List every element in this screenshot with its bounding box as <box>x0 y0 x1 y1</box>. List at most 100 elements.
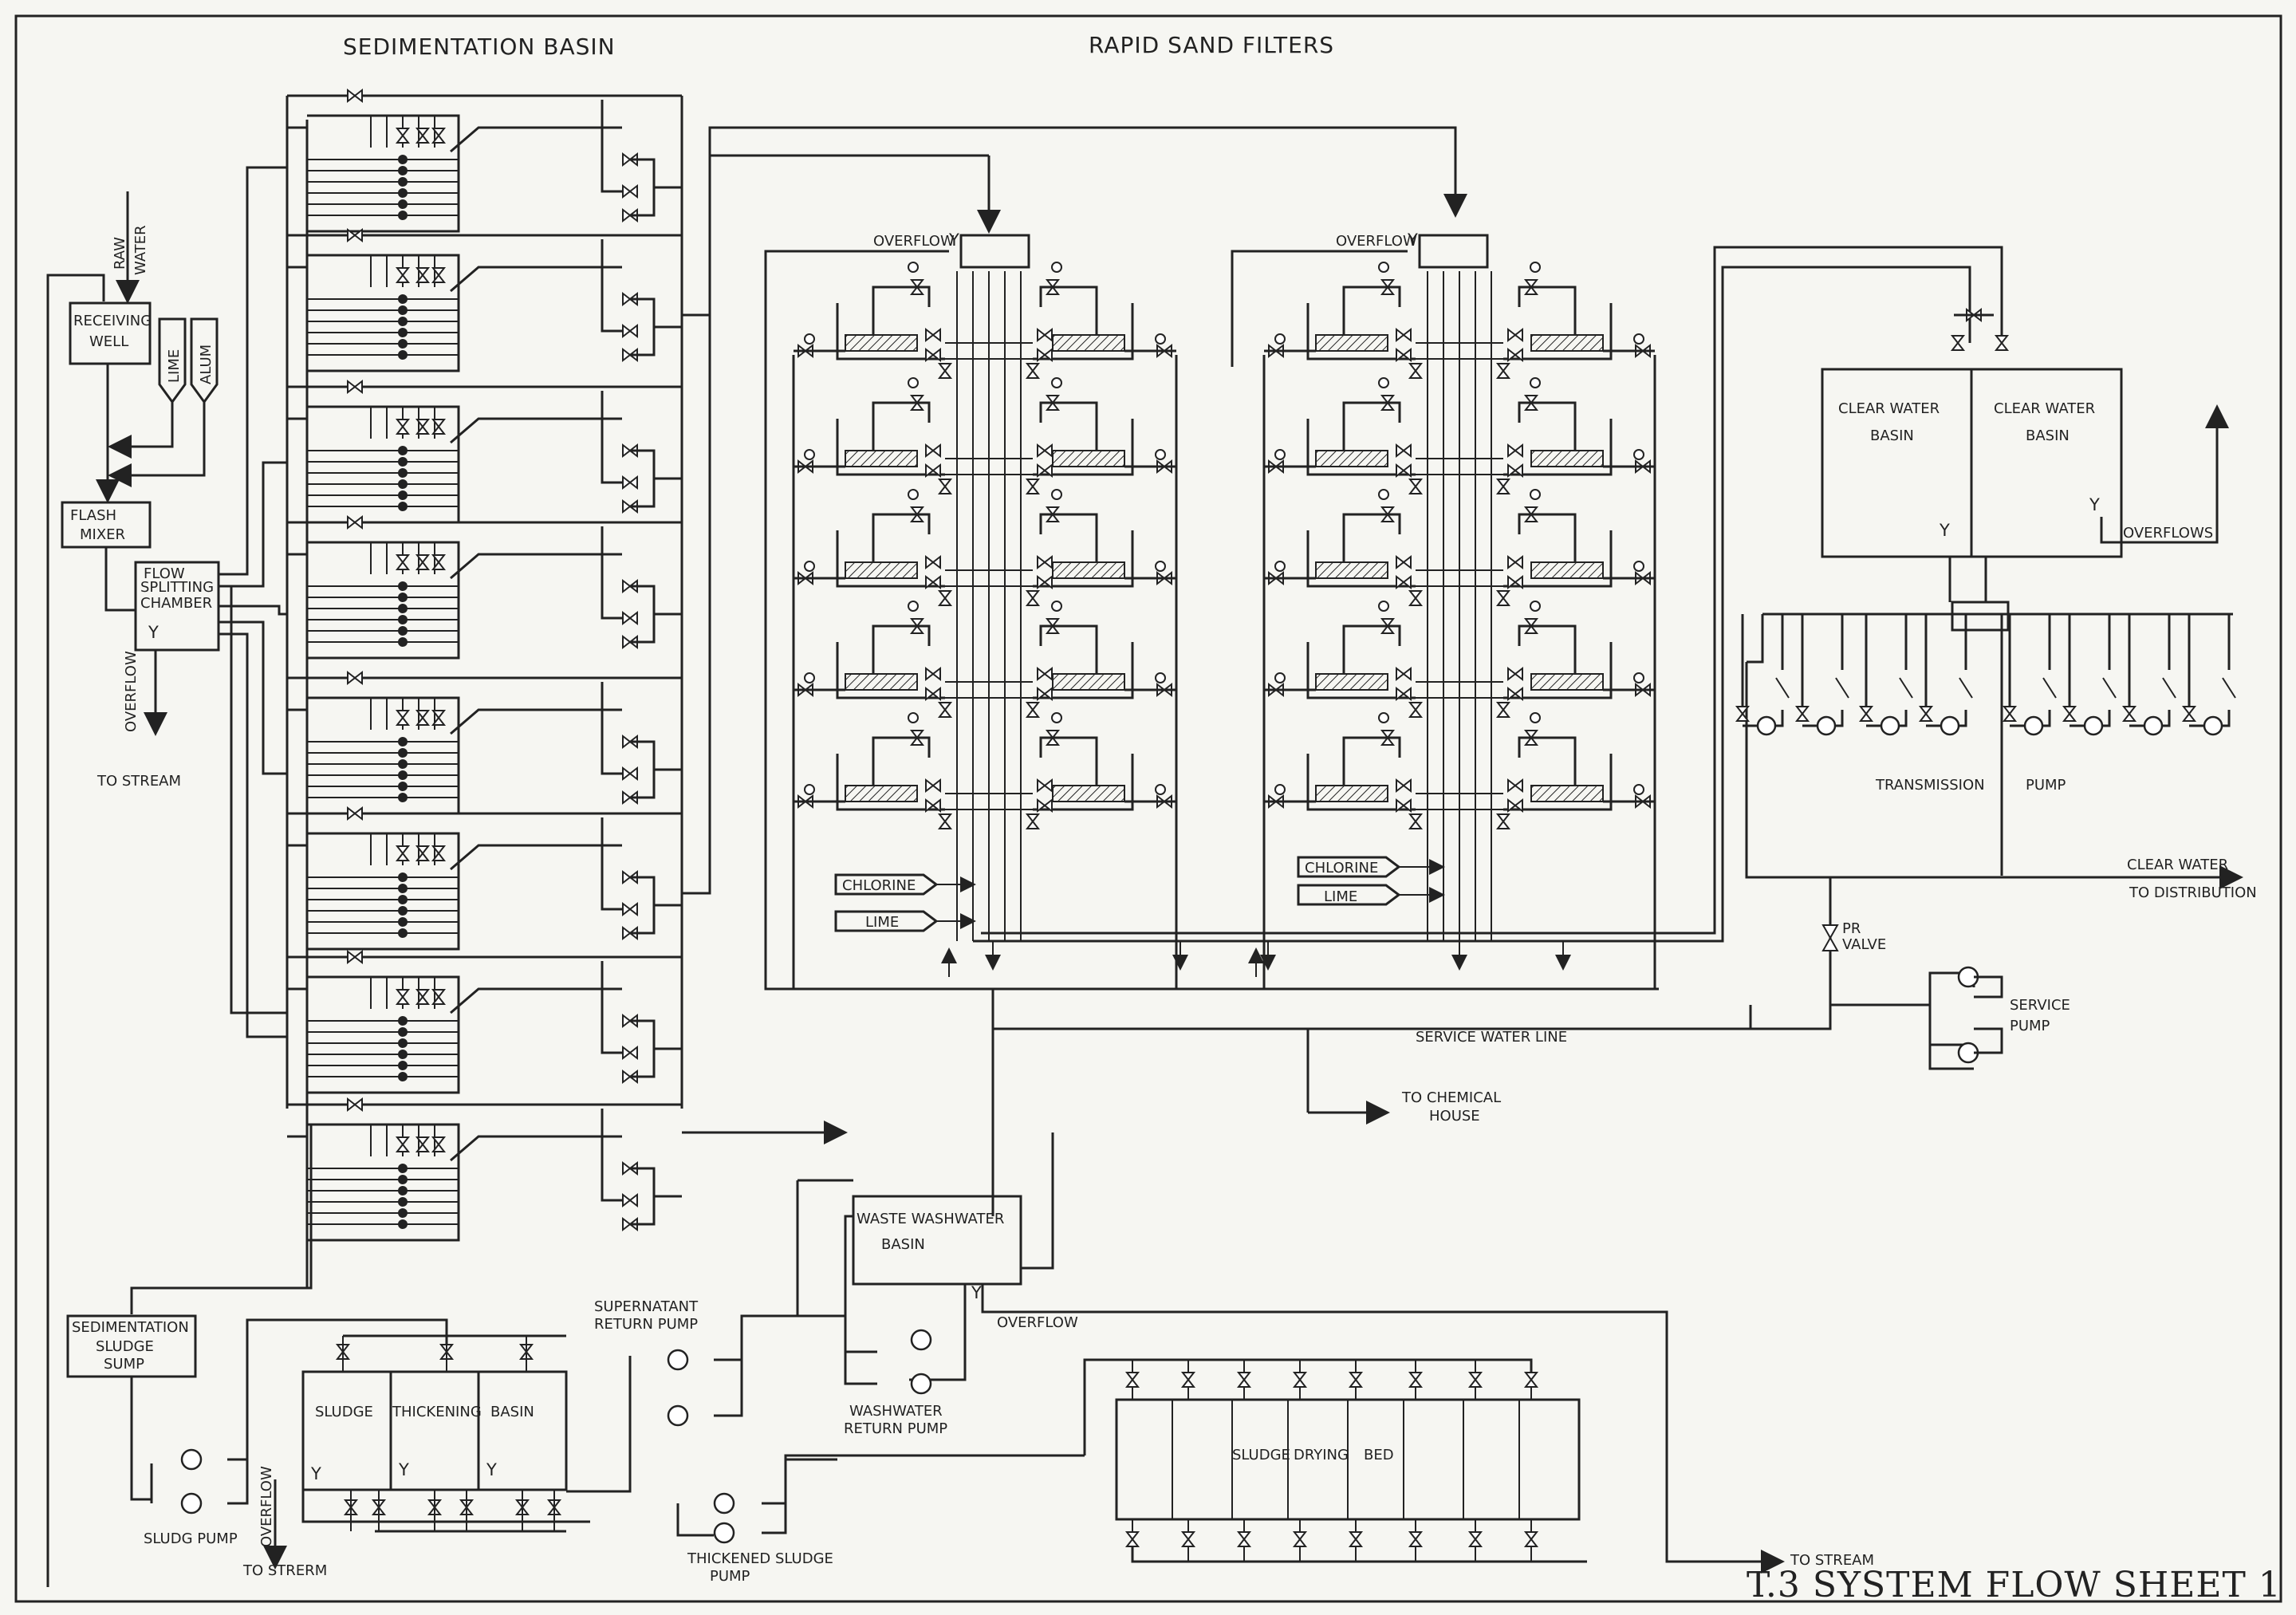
pump-icon <box>1756 715 1777 736</box>
to-stream-label-left: TO STREAM <box>96 773 181 790</box>
sedimentation-unit <box>287 514 682 660</box>
valve-icon <box>1507 666 1523 682</box>
sedimentation-unit <box>287 227 682 372</box>
valve-icon <box>1037 778 1053 794</box>
valve-icon <box>937 813 953 829</box>
valve-icon <box>2181 706 2197 722</box>
valve-icon <box>1396 443 1412 459</box>
valve-icon <box>1037 443 1053 459</box>
filter-cell-pair <box>1264 601 1655 718</box>
valve-icon <box>347 670 363 686</box>
pump-label: PUMP <box>2026 777 2066 794</box>
sedimentation-unit <box>287 806 682 951</box>
sedimentation-basin-bank <box>286 88 682 1288</box>
valve-icon <box>415 128 431 144</box>
gauge-icon <box>1051 262 1062 273</box>
flow-splitting-label-2: SPLITTING <box>140 579 214 596</box>
sludge-collector-icon <box>398 1164 408 1173</box>
filter-media-icon <box>1530 673 1604 691</box>
gauge-icon <box>1051 712 1062 723</box>
gauge-icon <box>1530 377 1541 388</box>
sludge-collector-icon <box>398 895 408 904</box>
valve-icon <box>431 1136 447 1152</box>
valve-icon <box>1523 1372 1539 1388</box>
valve-icon <box>347 88 363 104</box>
valve-icon <box>2002 706 2018 722</box>
gauge-icon <box>1633 561 1644 572</box>
pump-icon <box>1880 715 1900 736</box>
svg-text:SLUDGE: SLUDGE <box>96 1338 154 1355</box>
valve-icon <box>415 989 431 1005</box>
sludge-collector-icon <box>398 502 408 511</box>
valve-icon <box>1037 574 1053 590</box>
overflow-label-f1: OVERFLOW <box>873 233 955 250</box>
svg-text:LIME: LIME <box>865 914 899 931</box>
sludge-collector-icon <box>398 737 408 746</box>
supernatant-return-pump: SUPERNATANT RETURN PUMP <box>566 1298 797 1493</box>
sludge-collector-icon <box>398 593 408 602</box>
valve-icon <box>622 183 638 199</box>
svg-text:BED: BED <box>1364 1447 1394 1463</box>
svg-text:Y: Y <box>148 623 159 642</box>
lime-tank <box>158 317 187 404</box>
gauge-icon <box>804 449 815 460</box>
pump-icon <box>2203 715 2223 736</box>
filter-media-icon <box>845 785 918 802</box>
sludge-collector-icon <box>398 350 408 360</box>
valve-icon <box>1408 590 1424 606</box>
sludge-collector-icon <box>398 468 408 478</box>
alum-tank-label: ALUM <box>198 345 215 384</box>
filter-cell-pair <box>794 262 1176 379</box>
gauge-icon <box>1274 784 1286 795</box>
valve-icon <box>1858 706 1874 722</box>
service-water-line-label: SERVICE WATER LINE <box>1416 1029 1567 1046</box>
valve-icon <box>1037 554 1053 570</box>
gauge-icon <box>908 377 919 388</box>
valve-icon <box>1396 554 1412 570</box>
gauge-icon <box>804 333 815 345</box>
valve-icon <box>1025 479 1041 494</box>
overflow-label-left: OVERFLOW <box>123 651 140 732</box>
sludge-collector-icon <box>398 884 408 893</box>
sludge-collector-icon <box>398 872 408 882</box>
lime-tag-2 <box>1297 884 1401 906</box>
valve-icon <box>1467 1372 1483 1388</box>
valve-icon <box>347 514 363 530</box>
to-stream-bottom-label: TO STREAM <box>1790 1552 1874 1569</box>
svg-text:PUMP: PUMP <box>2010 1018 2050 1034</box>
valve-icon <box>347 949 363 965</box>
valve-icon <box>2062 706 2077 722</box>
filter-media-icon <box>1052 673 1125 691</box>
sludge-collector-icon <box>398 1175 408 1184</box>
valve-icon <box>347 1097 363 1113</box>
filter-bank-2 <box>1262 262 1656 989</box>
valve-icon <box>1025 590 1041 606</box>
valve-icon <box>1507 554 1523 570</box>
filter-cell-pair <box>1264 262 1655 379</box>
valve-icon <box>395 989 411 1005</box>
filter-media-icon <box>845 334 918 352</box>
sheet-title: T.3 SYSTEM FLOW SHEET 1 <box>1747 1565 2282 1605</box>
svg-text:Y: Y <box>398 1460 409 1479</box>
svg-text:SLUDGE: SLUDGE <box>1232 1447 1290 1463</box>
svg-text:Y: Y <box>948 230 959 250</box>
valve-icon <box>415 554 431 570</box>
valve-icon <box>431 845 447 861</box>
valve-icon <box>415 1136 431 1152</box>
valve-icon <box>1918 706 1934 722</box>
valve-icon <box>1507 778 1523 794</box>
gauge-icon <box>1274 333 1286 345</box>
valve-icon <box>925 778 941 794</box>
valve-icon <box>1236 1531 1252 1547</box>
sludge-collector-icon <box>398 615 408 624</box>
svg-text:SUMP: SUMP <box>104 1356 144 1373</box>
svg-text:CLEAR WATER: CLEAR WATER <box>1994 400 2095 417</box>
svg-text:WASTE WASHWATER: WASTE WASHWATER <box>857 1211 1004 1227</box>
valve-icon <box>622 475 638 490</box>
svg-text:BASIN: BASIN <box>881 1236 925 1253</box>
flash-mixer-label-2: MIXER <box>80 526 125 543</box>
filter-media-icon <box>845 450 918 467</box>
gauge-icon <box>1274 561 1286 572</box>
valve-icon <box>1396 327 1412 343</box>
gauge-icon <box>1274 672 1286 683</box>
